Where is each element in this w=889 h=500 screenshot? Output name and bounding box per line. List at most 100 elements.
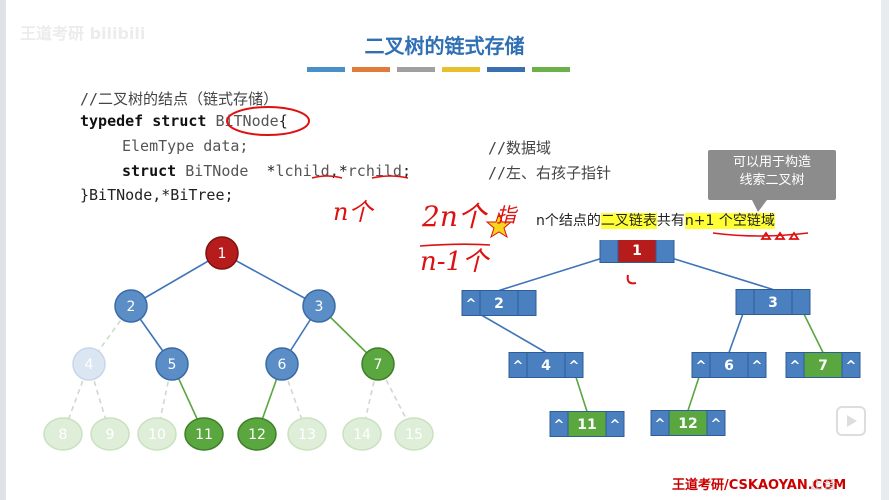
linked-node-6: 6^^ bbox=[691, 352, 767, 378]
tree-node-label: 5 bbox=[168, 357, 177, 373]
color-segment bbox=[307, 67, 345, 72]
field-name: data; bbox=[203, 137, 249, 155]
circle-annotation bbox=[226, 106, 310, 136]
link-edge bbox=[470, 308, 547, 354]
tree-node-label: 13 bbox=[298, 427, 316, 443]
pointer-separator: ,* bbox=[329, 162, 348, 180]
code-line-closing: }BiTNode,*BiTree; bbox=[80, 186, 234, 204]
data-field bbox=[526, 352, 566, 378]
link-edge bbox=[800, 307, 824, 353]
struct-name: BiTNode bbox=[215, 112, 279, 130]
tree-node-label: 6 bbox=[278, 357, 287, 373]
null-pointer-mark: ^ bbox=[513, 359, 524, 374]
node-label: 11 bbox=[577, 417, 596, 433]
underline-annotation bbox=[419, 243, 491, 247]
underline-annotation bbox=[712, 232, 809, 237]
tree-node-14 bbox=[342, 417, 382, 451]
node-label: 12 bbox=[678, 416, 697, 432]
keyword-struct: struct bbox=[122, 162, 177, 180]
underline-annotation bbox=[311, 175, 409, 179]
color-segment bbox=[442, 67, 480, 72]
handwritten-n-count: n个 bbox=[333, 198, 374, 226]
handwritten-pointer-char: 指 bbox=[496, 203, 519, 227]
rchild-field bbox=[841, 352, 861, 378]
right-frame-edge bbox=[881, 0, 889, 500]
null-pointer-mark: ^ bbox=[569, 359, 580, 374]
highlight-null-links: n+1 个空链域 bbox=[684, 213, 775, 229]
handwritten-n-minus-1: n-1个 bbox=[420, 247, 491, 277]
tree-node-13 bbox=[287, 417, 327, 451]
tree-node-label: 1 bbox=[218, 246, 227, 262]
tree-node-2 bbox=[114, 289, 148, 323]
highlight-binary-linked-list: 二叉链表 bbox=[600, 213, 657, 229]
keyword-typedef: typedef bbox=[80, 112, 144, 130]
tree-node-label: 7 bbox=[374, 357, 383, 373]
node-label: 1 bbox=[632, 243, 642, 259]
code-line-children: struct BiTNode *lchild,*rchild; bbox=[122, 162, 411, 180]
tree-node-label: 15 bbox=[405, 427, 423, 443]
data-field bbox=[668, 410, 708, 436]
callout-line-2: 线索二叉树 bbox=[739, 173, 805, 188]
code-line-data: ElemType data; bbox=[122, 137, 248, 155]
rchild-field bbox=[605, 411, 625, 437]
linked-node-11: 11^^ bbox=[549, 411, 625, 437]
watermark-logo: 王道考研 bilibili bbox=[20, 24, 146, 43]
tree-node-label: 2 bbox=[127, 299, 136, 315]
data-field bbox=[567, 411, 607, 437]
link-edge bbox=[728, 307, 746, 353]
callout-pointer bbox=[750, 196, 770, 212]
play-icon[interactable] bbox=[836, 406, 866, 436]
tree-node-11 bbox=[184, 417, 224, 451]
link-edge bbox=[498, 255, 610, 292]
node-label: 4 bbox=[541, 358, 551, 374]
lchild-name: lchild bbox=[275, 162, 330, 180]
code-comment: //二叉树的结点（链式存储） bbox=[80, 90, 279, 108]
tree-node-label: 8 bbox=[59, 427, 68, 443]
callout-line-1: 可以用于构造 bbox=[732, 155, 811, 170]
keyword-struct: struct bbox=[152, 112, 207, 130]
linked-list-diagram: 12^34^^6^^7^^11^^12^^ bbox=[461, 240, 861, 437]
callout-box: 可以用于构造 线索二叉树 bbox=[708, 150, 836, 200]
handwritten-2n-count: 2n个 bbox=[421, 200, 489, 233]
tree-node-3 bbox=[302, 289, 336, 323]
tree-node-6 bbox=[265, 347, 299, 381]
linked-node-1: 1 bbox=[599, 240, 675, 263]
footer-brand: 王道考研/CSKAOYAN.COM bbox=[672, 478, 847, 493]
data-comment: //数据域 bbox=[488, 139, 552, 157]
node-label: 7 bbox=[818, 358, 828, 374]
null-pointer-mark: ^ bbox=[696, 359, 707, 374]
color-segment bbox=[397, 67, 435, 72]
field-type: BiTNode bbox=[185, 162, 249, 180]
linked-node-7: 7^^ bbox=[785, 352, 861, 378]
semicolon: ; bbox=[401, 162, 411, 180]
watermark-corner: 止音 bbox=[810, 478, 837, 493]
tree-node-8 bbox=[43, 417, 83, 451]
null-pointer-mark: ^ bbox=[846, 359, 857, 374]
tree-node-label: 11 bbox=[195, 427, 213, 443]
data-field bbox=[479, 290, 519, 316]
linked-node-12: 12^^ bbox=[650, 410, 726, 436]
tree-node-9 bbox=[90, 417, 130, 451]
star-mark bbox=[485, 211, 513, 239]
brace-open: { bbox=[278, 112, 288, 130]
children-comment: //左、右孩子指针 bbox=[488, 164, 612, 182]
null-links-sentence: n个结点的二叉链表共有n+1 个空链域 bbox=[536, 210, 775, 230]
color-segment bbox=[487, 67, 525, 72]
tree-node-10 bbox=[137, 417, 177, 451]
color-segment bbox=[532, 67, 570, 72]
null-pointer-mark: ^ bbox=[466, 297, 477, 312]
tree-node-7 bbox=[361, 347, 395, 381]
tree-edge bbox=[221, 252, 320, 307]
rchild-field bbox=[747, 352, 767, 378]
pointer-star: * bbox=[266, 162, 276, 180]
tree-node-label: 9 bbox=[106, 427, 115, 443]
color-segment bbox=[352, 67, 390, 72]
lchild-field bbox=[735, 289, 755, 315]
lchild-field bbox=[599, 240, 619, 263]
tree-node-5 bbox=[155, 347, 189, 381]
tree-node-4 bbox=[72, 347, 106, 381]
left-frame-edge bbox=[0, 0, 6, 500]
null-pointer-mark: ^ bbox=[711, 417, 722, 432]
